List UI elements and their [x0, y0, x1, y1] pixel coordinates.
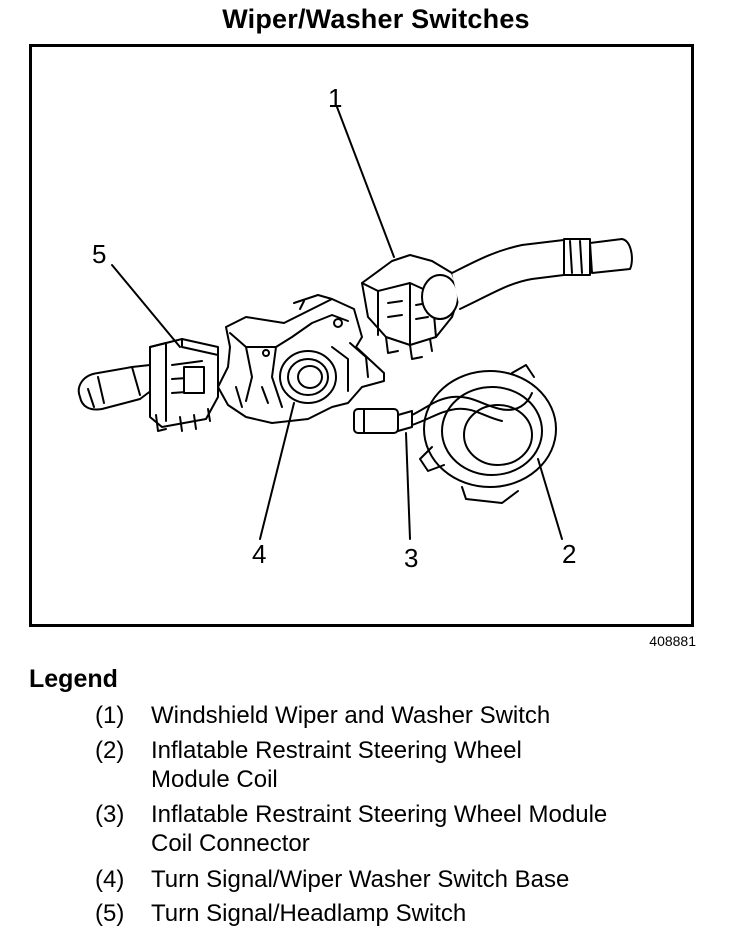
coil-connector [353, 392, 533, 434]
switch-base [217, 294, 385, 424]
legend-text: Coil Connector [151, 830, 310, 857]
leader-line-4 [259, 402, 295, 540]
figure-number: 408881 [649, 633, 696, 649]
illustration-frame: 1 2 3 4 5 [29, 44, 694, 627]
wiper-washer-illustration: 1 2 3 4 5 [77, 83, 633, 573]
callout-1: 1 [328, 83, 342, 113]
callout-2: 2 [562, 539, 576, 569]
legend-number: (2) [95, 737, 125, 764]
callout-5: 5 [92, 239, 106, 269]
legend-number: (1) [95, 702, 125, 729]
leader-line-2 [537, 458, 563, 540]
leader-line-1 [336, 106, 395, 258]
steering-wheel-module-coil [419, 364, 557, 504]
legend-heading: Legend [29, 665, 118, 693]
diagram-title: Wiper/Washer Switches [222, 4, 530, 34]
callout-4: 4 [252, 539, 266, 569]
legend-number: (5) [95, 900, 125, 927]
turn-signal-headlamp-switch [77, 338, 219, 432]
legend-text: Inflatable Restraint Steering Wheel Modu… [151, 801, 608, 828]
wiper-washer-switch [361, 238, 633, 360]
legend-text: Turn Signal/Wiper Washer Switch Base [151, 866, 570, 893]
legend-number: (4) [95, 866, 125, 893]
legend-text: Inflatable Restraint Steering Wheel [151, 737, 522, 764]
leader-line-3 [405, 432, 411, 540]
legend-number: (3) [95, 801, 125, 828]
leader-line-5 [111, 264, 181, 348]
legend-text: Module Coil [151, 766, 278, 793]
legend-text: Windshield Wiper and Washer Switch [151, 702, 551, 729]
callout-3: 3 [404, 543, 418, 573]
legend-text: Turn Signal/Headlamp Switch [151, 900, 467, 927]
